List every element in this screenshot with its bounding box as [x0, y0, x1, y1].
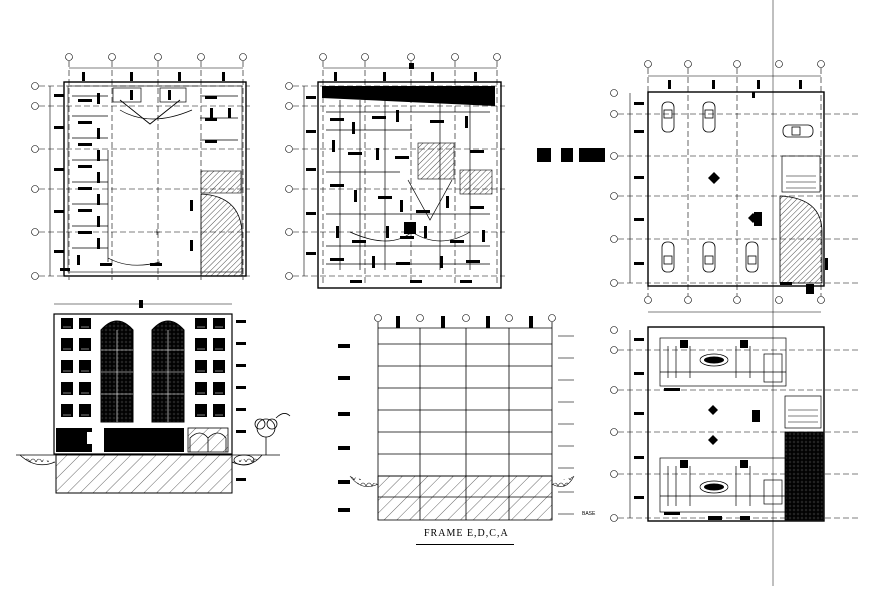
floor-plan-ground: [31, 53, 250, 280]
floor-plan-services: [610, 284, 860, 522]
floor-plan-typical: [285, 53, 505, 289]
section-markers: [537, 148, 605, 162]
frame-section-edca: [338, 314, 575, 521]
frame-caption: FRAME E,D,C,A: [424, 528, 509, 539]
car-icon: [661, 101, 814, 273]
tree-icon: [254, 413, 291, 455]
floor-plan-parking: [610, 0, 860, 586]
base-label: BASE: [582, 511, 596, 517]
caption-underline: [416, 544, 514, 545]
front-elevation: [16, 300, 291, 494]
